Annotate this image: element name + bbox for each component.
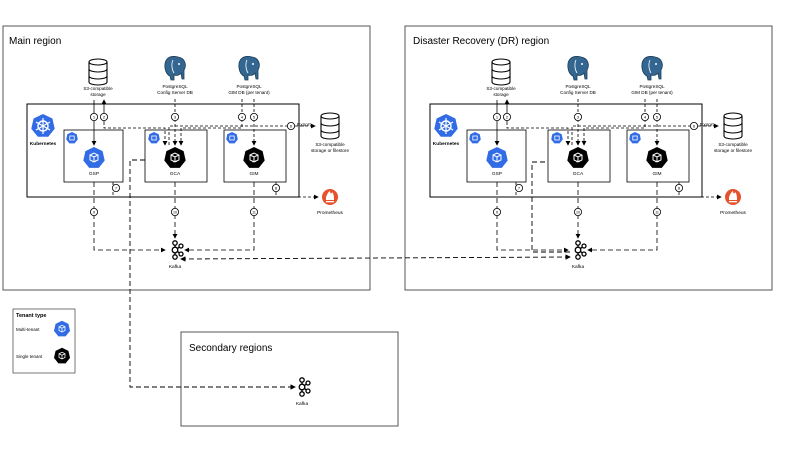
dr-gim-label: GIM <box>652 171 661 177</box>
main-region-content: S3-compatible storage PostgreSQL Config … <box>26 55 349 270</box>
gim-db-label: PostgreSQL <box>236 84 261 89</box>
dr-config-db-label-2: Config Server DB <box>560 90 596 95</box>
dr-s3-storage-label-2: storage <box>493 92 509 97</box>
dr-s3-storage-icon <box>491 58 511 86</box>
prometheus-icon <box>322 189 338 205</box>
dr-step-7: 7 <box>518 186 521 191</box>
dr-kubernetes-label: Kubernetes <box>433 141 460 147</box>
legend-multi-tenant: Multi-tenant <box>16 327 40 332</box>
config-db-label-2: Config Server DB <box>157 90 193 95</box>
dr-step-10: 10 <box>576 211 580 215</box>
dr-prometheus-icon <box>725 189 741 205</box>
secondary-region-title: Secondary regions <box>189 343 272 354</box>
dr-step-3: 3 <box>577 115 580 120</box>
gca-label: GCA <box>170 171 181 177</box>
step-3: 3 <box>174 115 177 120</box>
dr-step-8: 8 <box>678 186 681 191</box>
gim-pod-label: pod <box>252 159 257 163</box>
dr-gim-db-label-2: GIM DB (per tenant) <box>631 90 673 95</box>
dr-gsp-label: GSP <box>492 171 502 177</box>
prometheus-label: Prometheus <box>317 210 343 216</box>
main-region-title: Main region <box>9 36 61 47</box>
dr-step-11: 11 <box>655 211 659 215</box>
s3-storage-label: S3-compatible <box>83 86 113 91</box>
dr-s3-export-label-2: storage or filestore <box>714 148 752 153</box>
config-db-label: PostgreSQL <box>162 84 187 89</box>
step-11: 11 <box>252 211 256 215</box>
dr-s3-export-label: S3-compatible <box>718 142 748 147</box>
legend-single-tenant: Single tenant <box>16 354 43 359</box>
step-markers: 1 2 3 4 5 6 7 8 9 10 11 <box>90 113 296 217</box>
dr-region-title: Disaster Recovery (DR) region <box>413 36 549 47</box>
dr-config-db-label: PostgreSQL <box>565 84 590 89</box>
gca-pod-label: pod <box>173 159 178 163</box>
dr-step-2: 2 <box>506 115 509 120</box>
step-2: 2 <box>103 115 106 120</box>
step-9: 9 <box>93 210 96 215</box>
s3-storage-icon <box>88 58 108 86</box>
step-10: 10 <box>173 211 177 215</box>
legend-title: Tenant type <box>16 313 46 319</box>
dr-step-4: 4 <box>644 115 647 120</box>
step-5: 5 <box>253 115 256 120</box>
kafka-replication-links <box>129 159 571 390</box>
step-4: 4 <box>241 115 244 120</box>
dr-gim-db-label: PostgreSQL <box>639 84 664 89</box>
secondary-kafka-label: Kafka <box>296 401 309 407</box>
dr-gsp-pod-label: pod <box>495 159 500 163</box>
dr-s3-export-storage-icon <box>723 112 743 140</box>
gsp-pod-label: pod <box>92 159 97 163</box>
dr-gca-pod-label: pod <box>576 159 581 163</box>
dr-step-5: 5 <box>656 115 659 120</box>
dr-gim-pod-label: pod <box>655 159 660 163</box>
export-label: Export <box>297 122 312 128</box>
kubernetes-label: Kubernetes <box>30 141 57 147</box>
step-1: 1 <box>93 115 96 120</box>
s3-export-label-2: storage or filestore <box>311 148 349 153</box>
secondary-region-frame <box>180 331 399 427</box>
dr-export-label: Export <box>700 122 715 128</box>
dr-kafka-label: Kafka <box>572 264 585 270</box>
dr-s3-storage-label: S3-compatible <box>486 86 516 91</box>
dr-step-1: 1 <box>496 115 499 120</box>
gsp-label: GSP <box>89 171 99 177</box>
step-7: 7 <box>115 186 118 191</box>
tenant-type-legend: Tenant type Multi-tenant Single tenant <box>12 308 76 374</box>
dr-prometheus-label: Prometheus <box>720 210 746 216</box>
dr-region-content: S3-compatible storage PostgreSQL Config … <box>429 55 752 270</box>
gim-db-label-2: GIM DB (per tenant) <box>228 90 270 95</box>
step-8: 8 <box>275 186 278 191</box>
dr-step-markers: 1 2 3 4 5 6 7 8 9 10 11 <box>492 113 698 217</box>
step-6: 6 <box>290 124 293 129</box>
dr-step-9: 9 <box>496 210 499 215</box>
s3-export-label: S3-compatible <box>315 142 345 147</box>
dr-step-6: 6 <box>693 124 696 129</box>
gim-label: GIM <box>249 171 258 177</box>
dr-gca-label: GCA <box>573 171 584 177</box>
kafka-label: Kafka <box>169 264 182 270</box>
s3-storage-label-2: storage <box>90 92 106 97</box>
s3-export-storage-icon <box>320 112 340 140</box>
